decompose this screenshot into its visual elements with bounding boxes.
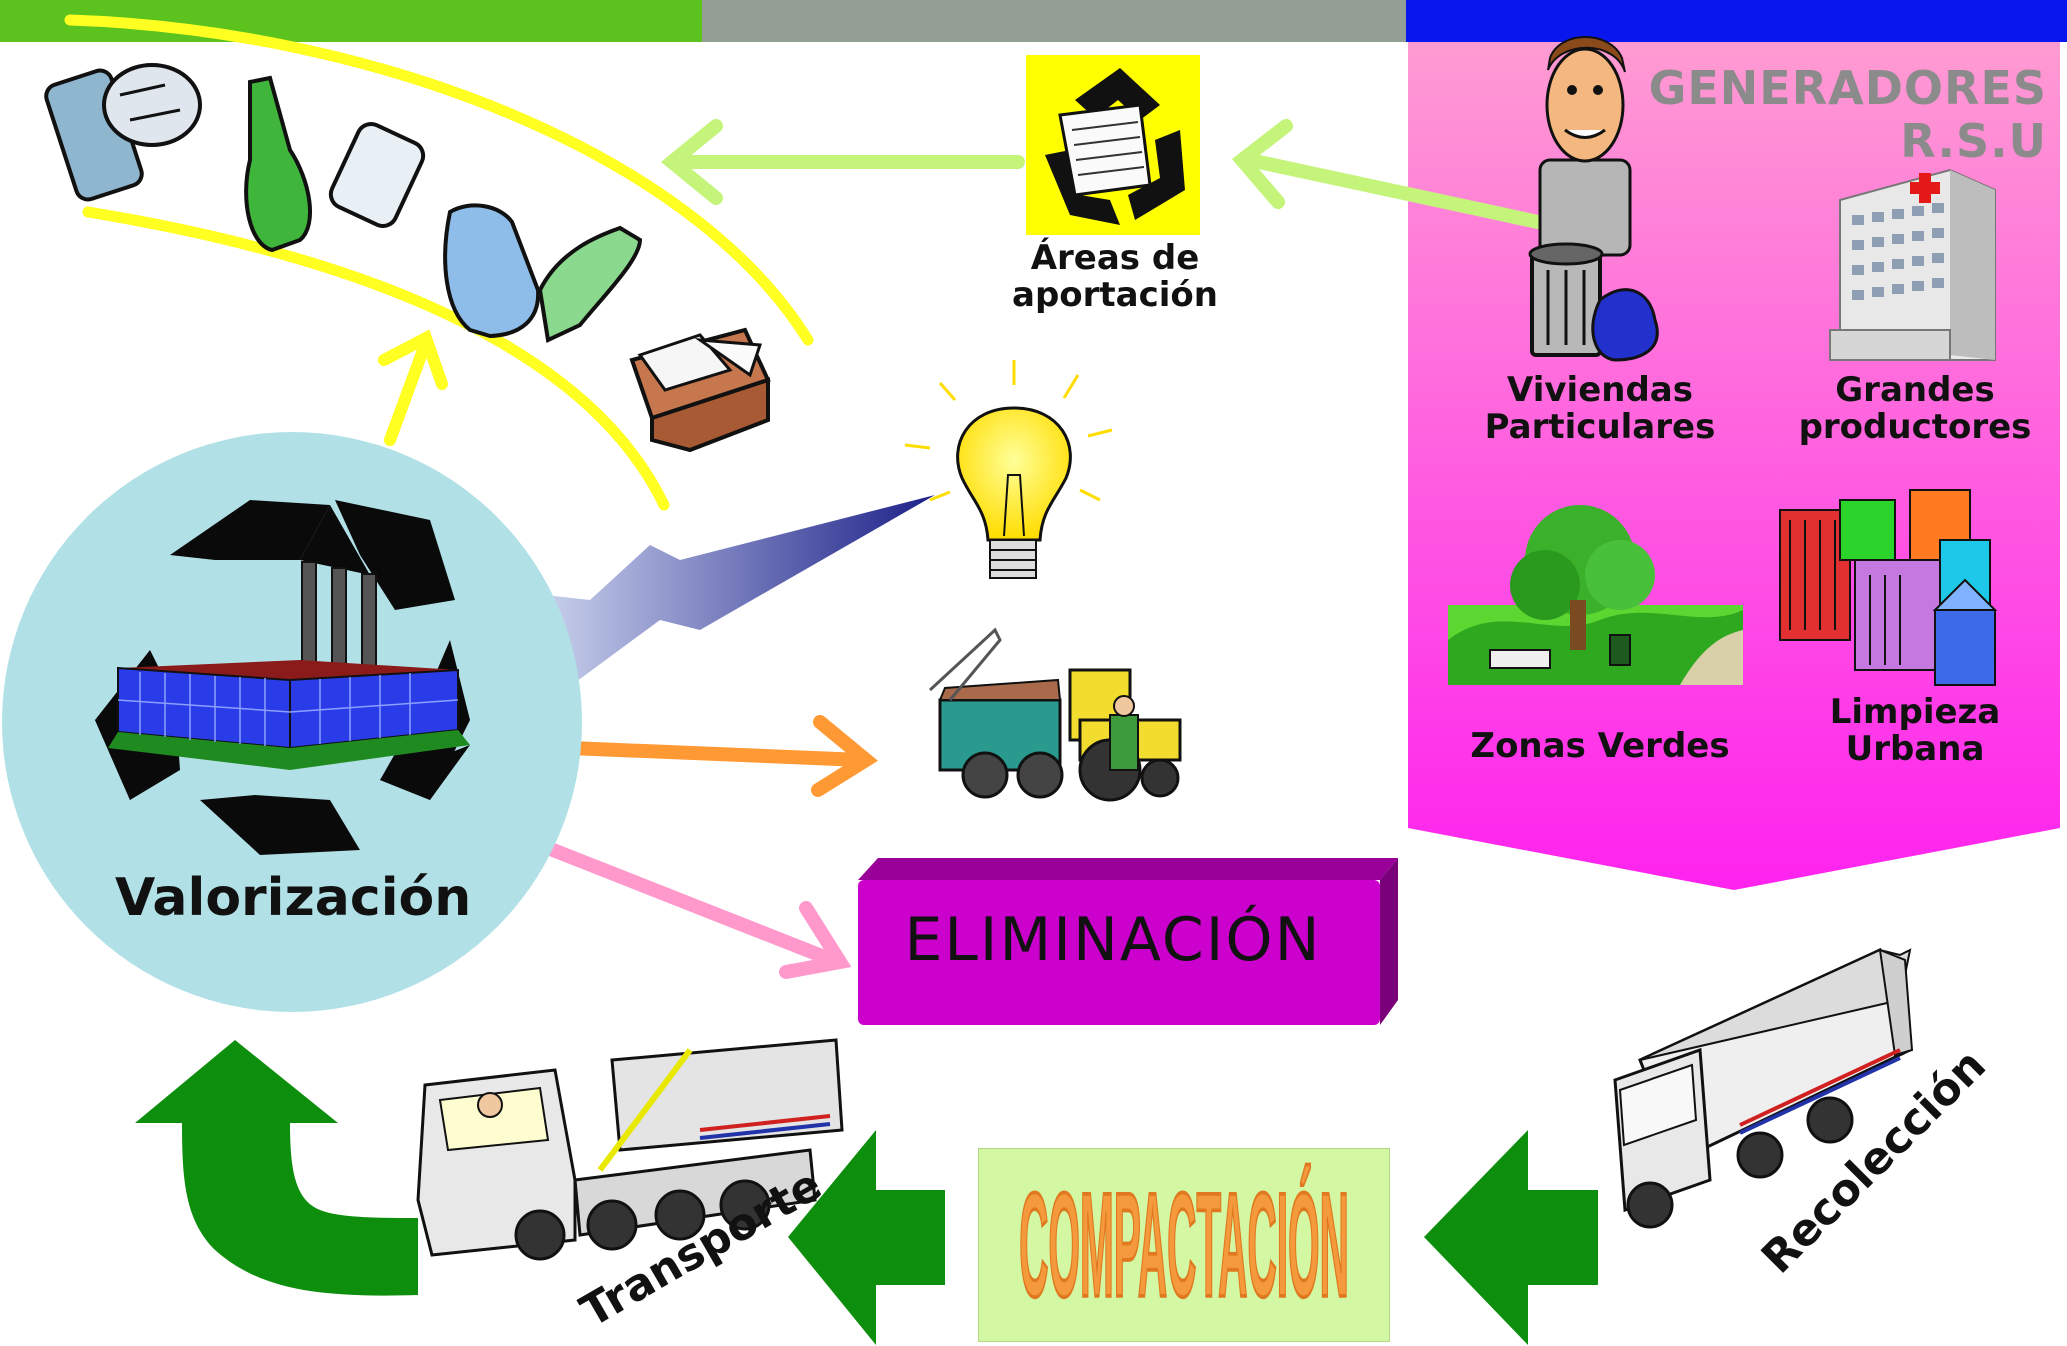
- man-icon: [1538, 36, 1632, 257]
- paper-box-icon: [629, 327, 771, 453]
- grandes-line2: productores: [1798, 407, 2032, 448]
- header-bar-gray: [702, 0, 1406, 42]
- generadores-title-line1: GENERADORES: [1648, 61, 2047, 115]
- garbage-truck-icon: [1613, 947, 1914, 1229]
- transport-truck-icon: [416, 1038, 844, 1261]
- compactacion-label: COMPACTACIÓN: [1019, 1159, 1350, 1330]
- arrow-up-to-materials: [378, 329, 448, 446]
- light-bulb-icon: [904, 360, 1113, 579]
- recycling-newspaper-icon: [1026, 55, 1200, 235]
- tractor-icon: [928, 627, 1182, 802]
- viviendas-line2: Particulares: [1484, 407, 1716, 448]
- bottle-icon: [244, 75, 426, 253]
- eliminacion-box: [858, 858, 1398, 1025]
- arrow-to-eliminacion: [541, 841, 852, 979]
- areas-line1: Áreas de: [1030, 238, 1200, 278]
- arrow-to-materials: [660, 119, 1025, 205]
- arrow-to-transporte: [788, 1130, 945, 1345]
- energy-bolt-arrow: [545, 495, 935, 690]
- zonas-verdes-label: Zonas Verdes: [1450, 726, 1750, 766]
- eliminacion-label: ELIMINACIÓN: [904, 905, 1322, 975]
- plastic-bottle-icon: [443, 203, 643, 343]
- generadores-title: GENERADORES R.S.U: [1649, 62, 2047, 168]
- grandes-productores-label: Grandes productores: [1770, 370, 2060, 448]
- header-bar-blue: [1406, 0, 2067, 42]
- recycle-curves: [64, 14, 814, 511]
- limpieza-line1: Limpieza: [1829, 692, 2001, 732]
- arrow-to-areas: [1231, 119, 1545, 229]
- arrow-to-compactacion: [1424, 1130, 1598, 1345]
- limpieza-urbana-label: Limpieza Urbana: [1780, 692, 2050, 770]
- zonas-verdes-line1: Zonas Verdes: [1470, 726, 1730, 766]
- areas-line2: aportación: [1012, 275, 1218, 316]
- viviendas-label: Viviendas Particulares: [1460, 370, 1740, 448]
- factory-icon: [108, 561, 470, 770]
- trash-can-with-bag-icon: [1528, 242, 1659, 362]
- hospital-building-icon: [1829, 168, 1996, 361]
- viviendas-line1: Viviendas: [1507, 370, 1693, 410]
- grandes-line1: Grandes: [1835, 370, 1995, 410]
- arrow-up-to-valorizacion: [135, 1040, 418, 1296]
- city-buildings-icon: [1779, 489, 1998, 686]
- can-icon: [44, 63, 202, 202]
- generadores-title-line2: R.S.U: [1900, 113, 2047, 168]
- park-icon: [1448, 505, 1743, 685]
- header-bar: [0, 0, 2067, 42]
- limpieza-line2: Urbana: [1845, 729, 1985, 770]
- arrow-to-compost: [563, 715, 878, 797]
- valorizacion-label: Valorización: [115, 868, 472, 928]
- areas-aportacion-label: Áreas de aportación: [990, 238, 1240, 316]
- compactacion-box: COMPACTACIÓN: [978, 1148, 1390, 1342]
